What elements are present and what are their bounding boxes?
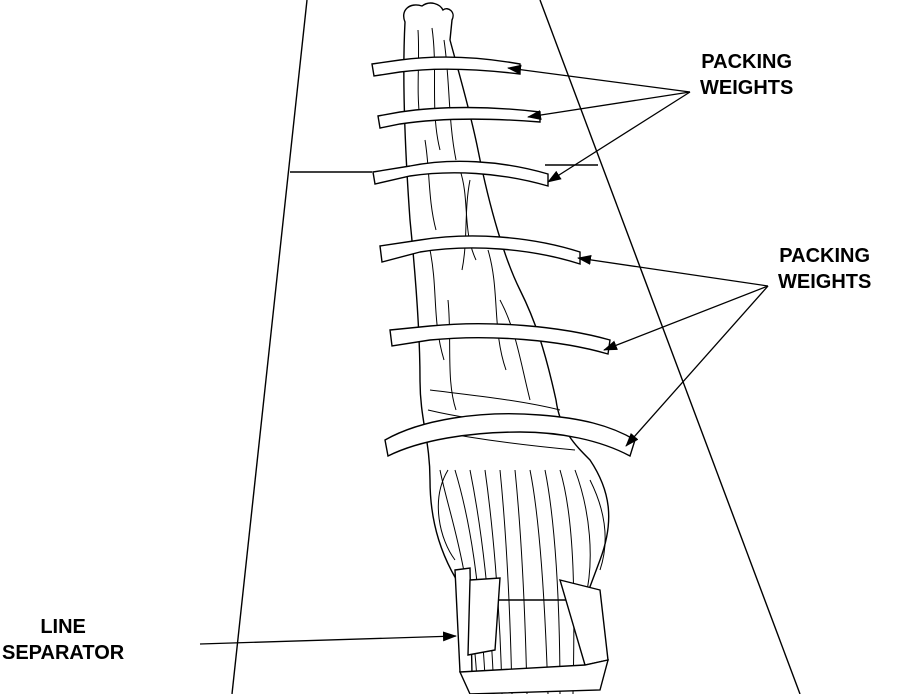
label-line: LINE bbox=[2, 614, 124, 640]
label-line: SEPARATOR bbox=[2, 640, 124, 666]
arrow-weight-1 bbox=[508, 68, 690, 92]
arrow-weight-4 bbox=[578, 258, 768, 286]
packing-weights-label-middle: PACKING WEIGHTS bbox=[778, 243, 871, 295]
label-line: PACKING bbox=[700, 49, 793, 75]
arrow-weight-6 bbox=[626, 286, 768, 446]
packing-weights-label-top: PACKING WEIGHTS bbox=[700, 49, 793, 101]
arrow-weight-3 bbox=[548, 92, 690, 182]
label-line: PACKING bbox=[778, 243, 871, 269]
arrow-weight-2 bbox=[528, 92, 690, 117]
line-separator-label: LINE SEPARATOR bbox=[2, 614, 124, 666]
label-line: WEIGHTS bbox=[700, 75, 793, 101]
arrow-weight-5 bbox=[604, 286, 768, 350]
label-line: WEIGHTS bbox=[778, 269, 871, 295]
